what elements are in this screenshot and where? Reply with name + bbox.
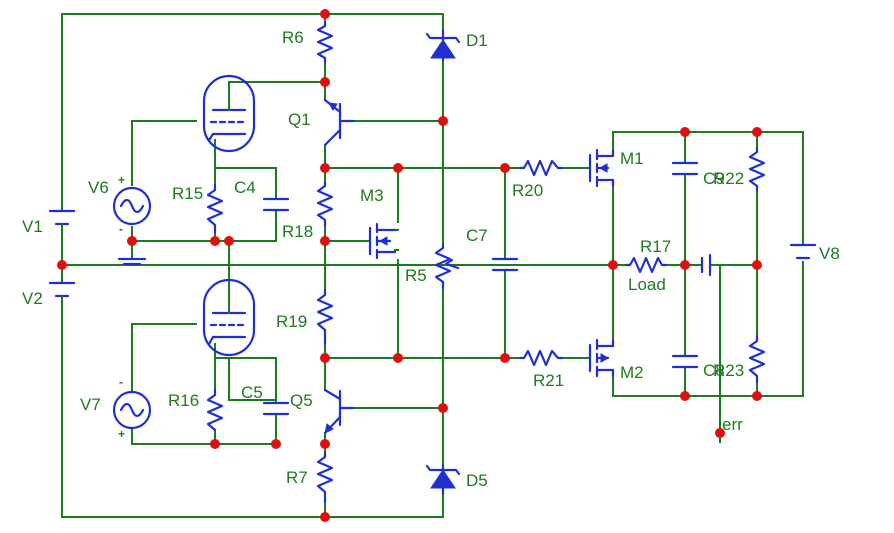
wires	[61, 13, 804, 518]
capacitor-c5	[262, 401, 290, 416]
transistor-q1	[323, 98, 355, 147]
label-r18: R18	[282, 222, 313, 241]
label-v2: V2	[22, 289, 43, 308]
junction-nodes	[57, 9, 762, 522]
label-r16: R16	[168, 391, 199, 410]
label-c8: C8	[703, 361, 725, 380]
zener-diode-d1	[425, 28, 461, 62]
label-m1: M1	[620, 149, 644, 168]
label-c7: C7	[466, 226, 488, 245]
potentiometer-r5-wiper	[444, 258, 460, 270]
resistor-r19	[316, 288, 334, 346]
capacitor-c7	[491, 257, 519, 272]
v7-plus: +	[118, 427, 125, 441]
resistor-r6	[316, 20, 334, 64]
label-q1: Q1	[288, 110, 311, 129]
label-r15: R15	[172, 184, 203, 203]
label-c9: C9	[703, 169, 725, 188]
label-err: err	[722, 415, 743, 434]
resistor-r17-load	[624, 256, 668, 274]
resistor-r21	[518, 349, 564, 367]
label-r5: R5	[405, 266, 427, 285]
polarity-marks: + - - +	[118, 173, 125, 441]
label-v7: V7	[80, 395, 101, 414]
mosfet-m2	[588, 338, 615, 378]
label-load: Load	[628, 275, 666, 294]
label-r20: R20	[512, 181, 543, 200]
ground-icon	[117, 257, 147, 266]
label-q5: Q5	[290, 391, 313, 410]
resistor-r20	[518, 159, 564, 177]
ac-source-v6	[112, 186, 152, 226]
mosfet-m1	[588, 148, 615, 188]
v6-plus: +	[118, 173, 125, 187]
v6-minus: -	[119, 222, 123, 236]
potentiometer-r5	[434, 242, 452, 290]
v7-minus: -	[119, 375, 123, 389]
resistor-r23	[748, 334, 766, 384]
label-r6: R6	[282, 28, 304, 47]
label-v6: V6	[88, 178, 109, 197]
label-v8: V8	[819, 244, 840, 263]
triode-tube-lower	[202, 278, 256, 357]
capacitor-c8	[671, 354, 699, 369]
capacitor-c9	[671, 161, 699, 176]
transistor-q5	[323, 388, 355, 435]
label-c5: C5	[241, 383, 263, 402]
label-v1: V1	[22, 217, 43, 236]
label-r22: R22	[713, 169, 744, 188]
label-d1: D1	[466, 31, 488, 50]
label-m3: M3	[360, 186, 384, 205]
label-r17: R17	[640, 237, 671, 256]
battery-v8	[789, 243, 817, 260]
zener-diode-d5	[425, 464, 461, 496]
label-c4: C4	[234, 178, 256, 197]
ac-source-v7	[112, 390, 152, 430]
triode-tube-upper	[202, 74, 256, 153]
battery-v2	[48, 281, 76, 313]
resistor-r15	[206, 183, 224, 234]
mosfet-m3	[368, 222, 397, 260]
label-d5: D5	[466, 471, 488, 490]
component-labels: R6 D1 Q1 M1 C9 R22 V6 R15 C4 M3 R20 V1 R…	[22, 28, 840, 490]
label-r21: R21	[533, 371, 564, 390]
label-r23: R23	[713, 361, 744, 380]
battery-v1	[48, 209, 76, 241]
battery-err-cell	[700, 253, 712, 277]
label-r19: R19	[276, 312, 307, 331]
capacitor-c4	[262, 197, 290, 212]
resistor-r22	[748, 146, 766, 192]
resistor-r7	[316, 450, 334, 504]
label-m2: M2	[620, 363, 644, 382]
resistor-r16	[206, 388, 224, 432]
label-r7: R7	[286, 468, 308, 487]
resistor-r18	[316, 180, 334, 228]
